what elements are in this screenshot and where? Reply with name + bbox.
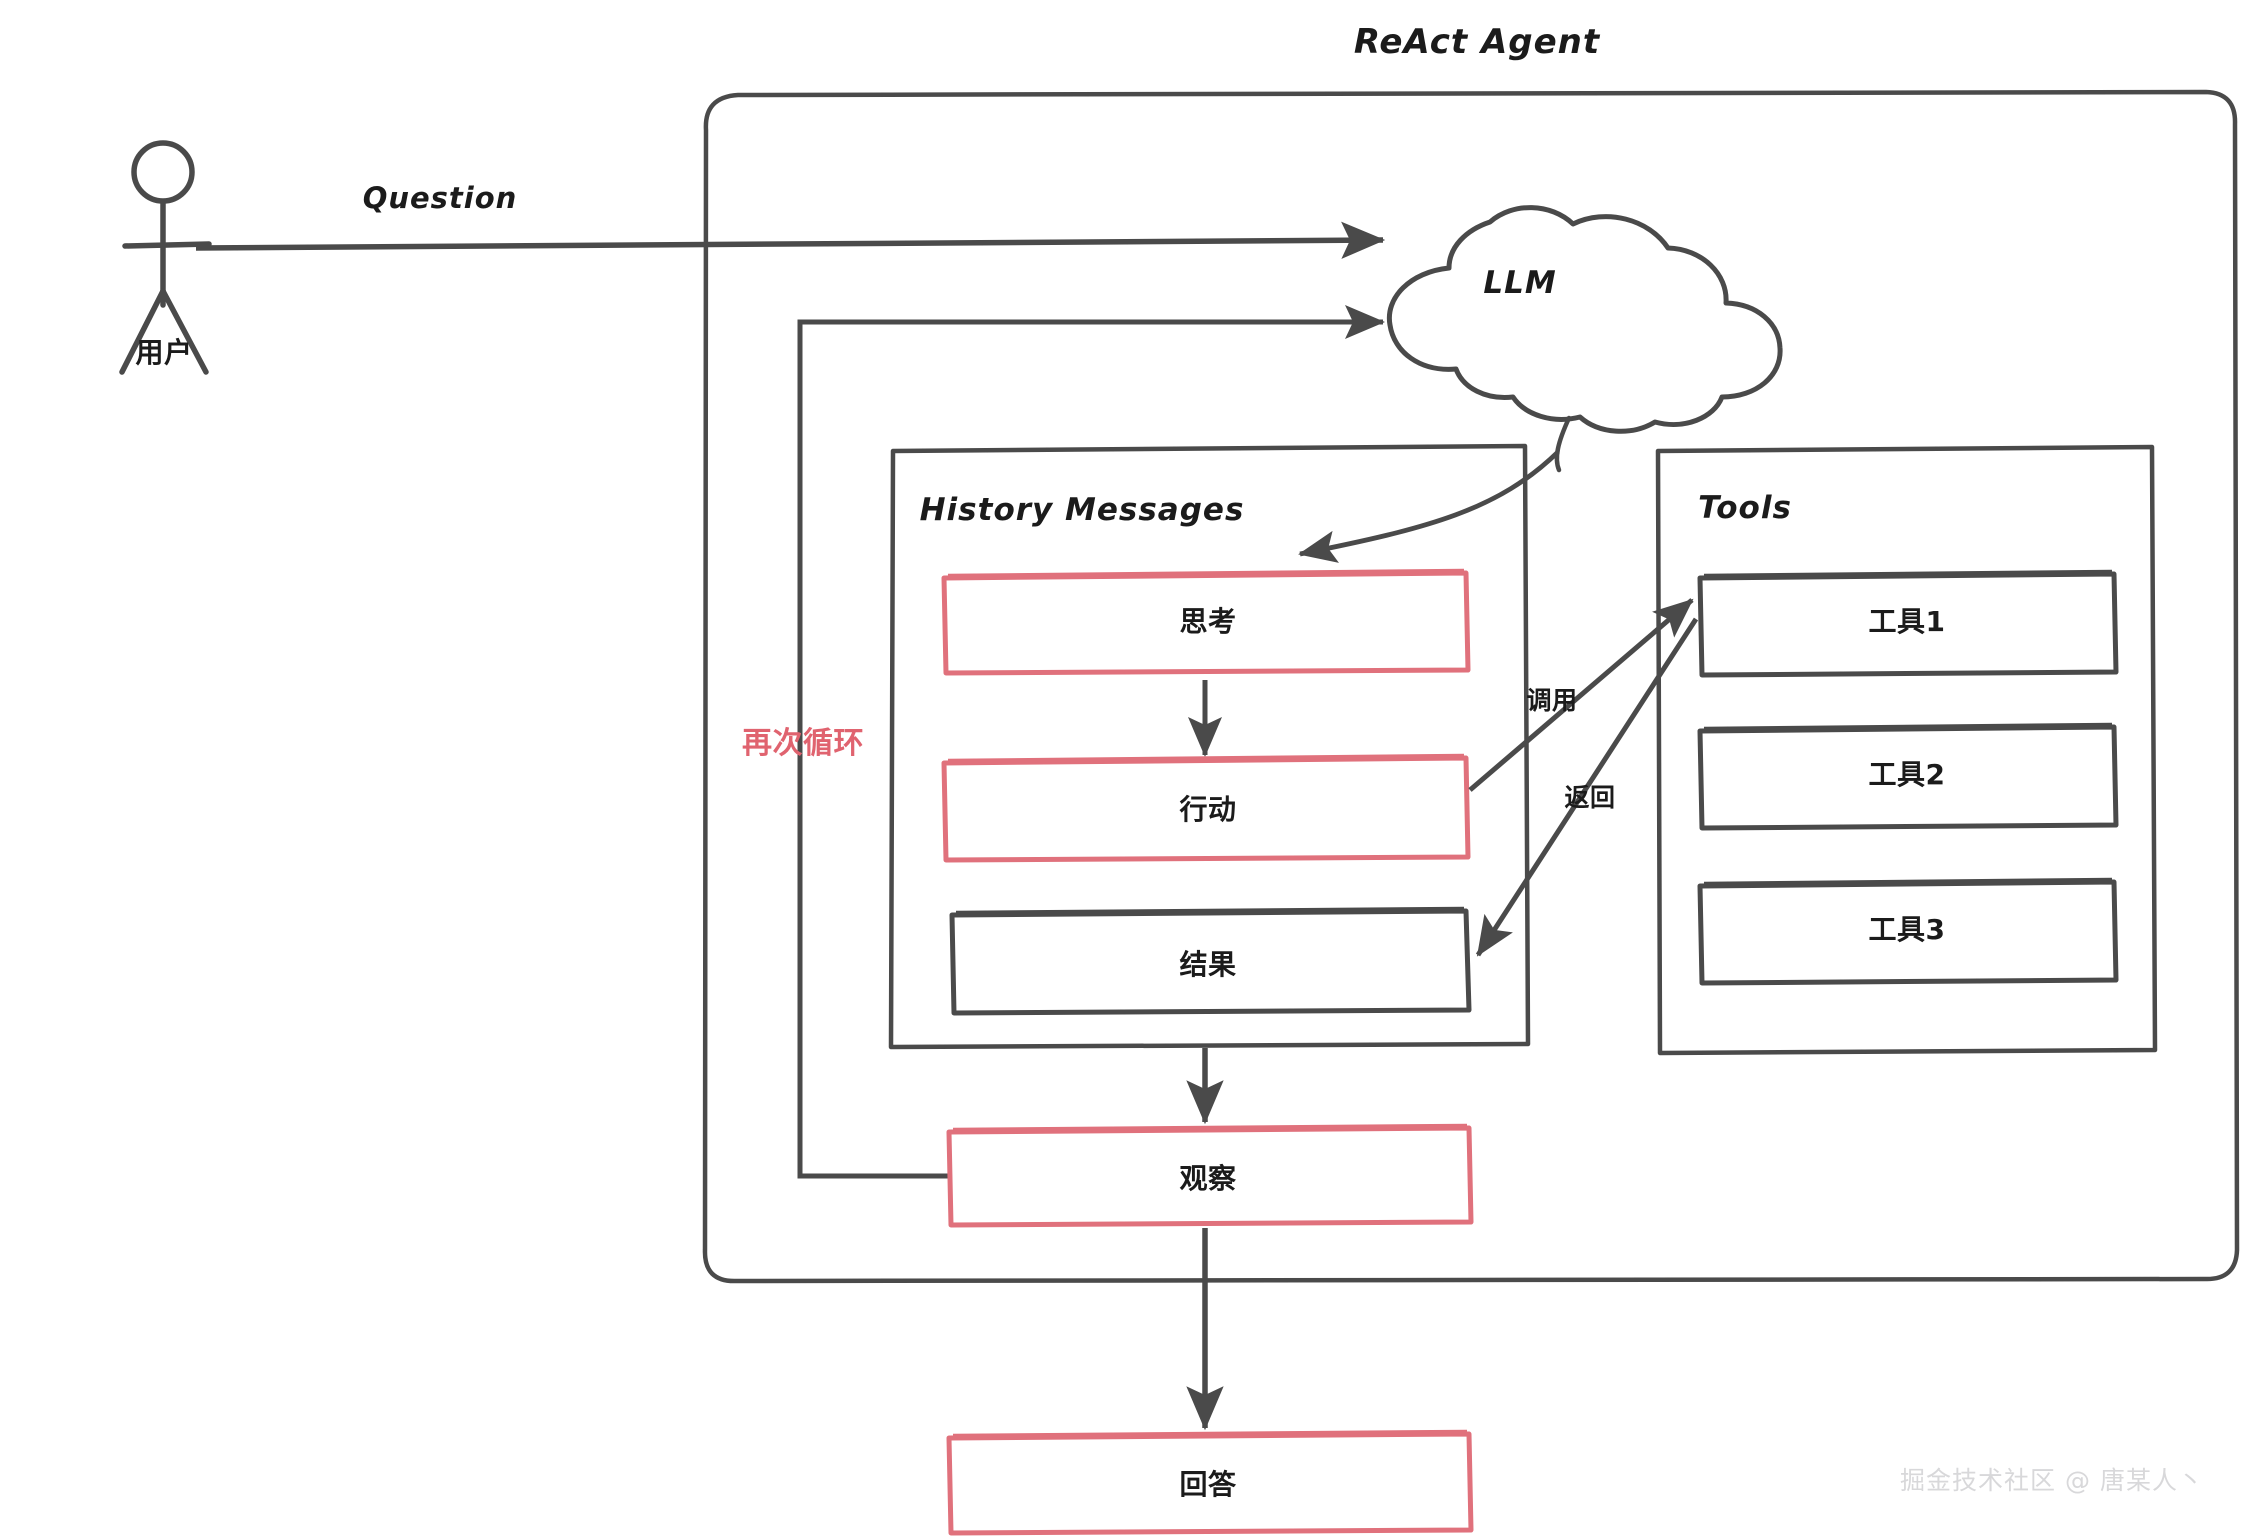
observe-box-label: 观察	[1179, 1162, 1237, 1195]
tool-1-label: 工具1	[1868, 605, 1946, 638]
result-box-label: 结果	[1179, 948, 1237, 981]
history-messages-panel	[888, 443, 1531, 1050]
return-edge-label: 返回	[1564, 783, 1616, 812]
diagram-title: ReAct Agent	[1353, 22, 1601, 62]
watermark: 掘金技术社区 @ 唐某人丶	[1900, 1466, 2204, 1495]
action-box-label: 行动	[1179, 793, 1237, 826]
tool-2-box	[1697, 722, 2119, 831]
tool-1-box	[1697, 569, 2119, 678]
stick-figure-icon	[119, 140, 212, 375]
tools-panel	[1655, 444, 2158, 1056]
question-edge-label: Question	[362, 181, 518, 215]
react-agent-container	[702, 89, 2240, 1284]
call-arrow	[1468, 598, 1694, 792]
question-arrow	[195, 221, 1386, 259]
tool-3-box	[1697, 877, 2119, 986]
tools-title: Tools	[1698, 490, 1792, 526]
history-messages-title: History Messages	[919, 492, 1245, 528]
return-arrow	[1475, 617, 1699, 957]
observe-box	[946, 1123, 1474, 1228]
tool-3-label: 工具3	[1868, 913, 1946, 946]
action-box	[941, 753, 1471, 863]
llm-label: LLM	[1483, 265, 1557, 301]
tool-2-label: 工具2	[1868, 758, 1946, 791]
think-box-label: 思考	[1179, 605, 1237, 638]
answer-box-label: 回答	[1179, 1468, 1237, 1501]
result-box	[949, 906, 1472, 1016]
cloud-icon	[1386, 205, 1783, 473]
loop-back-arrow	[797, 304, 1386, 1179]
user-actor-label: 用户	[135, 336, 193, 369]
llm-to-think-arrow	[1298, 450, 1560, 563]
answer-box	[946, 1429, 1474, 1536]
think-box	[941, 568, 1471, 676]
call-edge-label: 调用	[1526, 686, 1578, 715]
loop-again-edge-label: 再次循环	[742, 726, 864, 761]
